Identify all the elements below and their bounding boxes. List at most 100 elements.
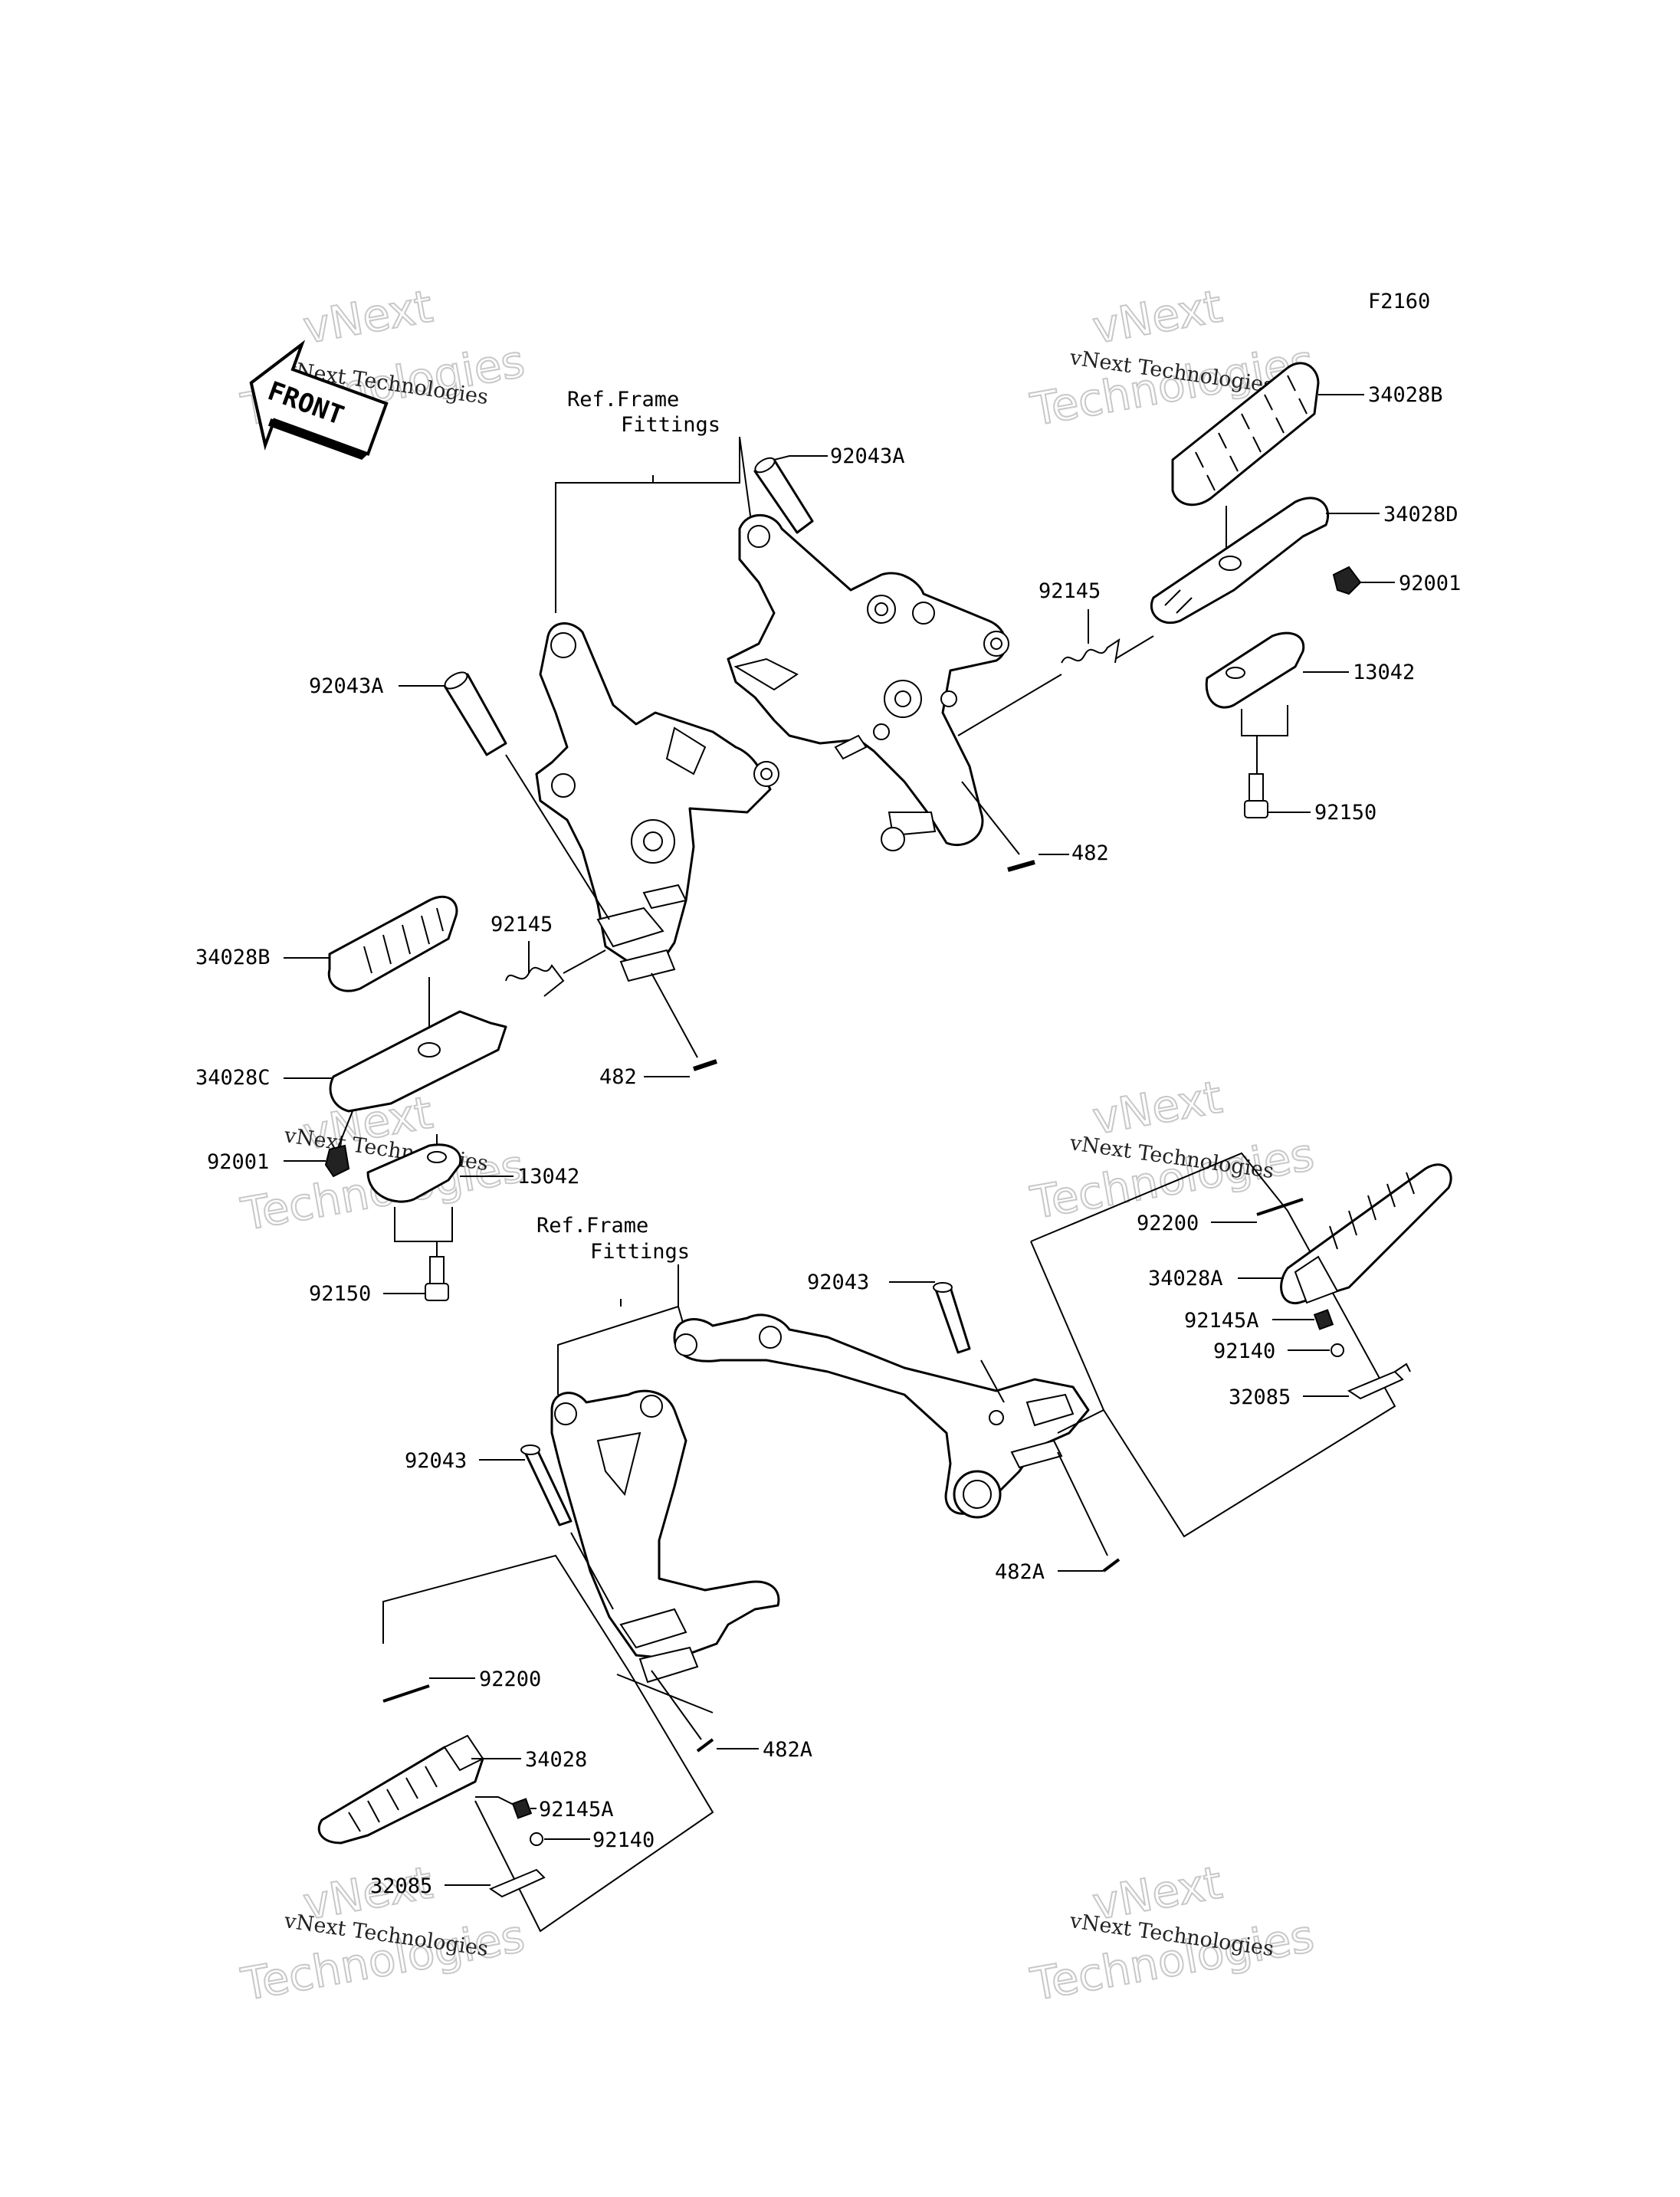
label-34028-left: 34028 <box>525 1748 587 1772</box>
footpeg-34028-left <box>317 1734 484 1844</box>
pin-92043-left <box>520 1444 573 1526</box>
watermark-large-1: vNext <box>300 280 437 353</box>
pin-482-left <box>693 1059 717 1071</box>
label-92200-right: 92200 <box>1137 1212 1199 1235</box>
group-box-right-lower-left-edge <box>1030 1241 1104 1411</box>
pin-482A-left <box>696 1738 714 1753</box>
label-32085-right: 32085 <box>1229 1385 1291 1409</box>
label-32085-left: 32085 <box>370 1874 432 1898</box>
leader-pin-axis-left <box>505 754 610 920</box>
ball-92140-right <box>1331 1343 1344 1357</box>
leader-peg-to-bolt-left <box>336 1110 353 1150</box>
leader-pin-axis-right <box>980 1359 1005 1403</box>
label-92001-upper: 92001 <box>1399 572 1461 595</box>
ref-frame-label-lower-1: Ref.Frame <box>536 1214 648 1238</box>
ref-frame-label-upper-1: Ref.Frame <box>567 388 679 412</box>
spring-92145A-right <box>1313 1309 1334 1330</box>
ref-frame-label-upper-2: Fittings <box>621 413 720 437</box>
label-92043-right: 92043 <box>807 1271 869 1294</box>
plate-32085-right <box>1347 1362 1411 1400</box>
bolt-92001-left <box>324 1144 350 1178</box>
diagram-code: F2160 <box>1368 290 1430 313</box>
leader-pin-482-left-axis <box>651 972 698 1058</box>
pivot-line-upper-right <box>957 674 1062 736</box>
label-92145-left: 92145 <box>491 913 553 936</box>
pin-482-upper <box>1007 860 1035 872</box>
label-34028D-upper: 34028D <box>1383 503 1459 526</box>
label-92043A-upper: 92043A <box>830 444 905 468</box>
pivot-line-left-lower <box>616 1674 714 1713</box>
washer-92200-left <box>382 1684 430 1703</box>
label-92001-left: 92001 <box>207 1150 269 1174</box>
leader-92043A-upper <box>773 455 828 461</box>
group-box-left-lower <box>382 1554 714 1933</box>
label-482-left: 482 <box>599 1065 637 1089</box>
label-13042-upper: 13042 <box>1353 661 1415 684</box>
pivot-line-left <box>563 949 606 974</box>
pivot-line-upper-right-2 <box>1114 635 1154 660</box>
label-92150-upper: 92150 <box>1314 801 1376 825</box>
leader-pin-482A-right-axis <box>1057 1451 1108 1556</box>
spring-92145-left <box>505 964 565 997</box>
leader-pin-axis-left-lower <box>570 1532 614 1610</box>
pin-92043A-left <box>443 671 507 756</box>
plate-32085-left <box>488 1868 546 1898</box>
watermark-large-1: vNext <box>1089 1071 1226 1144</box>
footpeg-34028D-upper <box>1150 497 1330 625</box>
label-34028B-upper: 34028B <box>1368 383 1443 407</box>
watermark-mid-left: vNext Technologies vNext Technologies <box>237 1085 530 1241</box>
label-92043A-left: 92043A <box>309 674 384 698</box>
front-arrow-icon: FRONT <box>249 339 389 461</box>
pin-482A-right <box>1102 1558 1121 1572</box>
leader-92145A-left-box <box>475 1796 514 1805</box>
watermark-mid-right: vNext Technologies vNext Technologies <box>1026 1070 1319 1230</box>
pin-92043-right <box>933 1282 971 1354</box>
pin-92043A-upper <box>753 457 814 534</box>
leader-plate-box-left <box>394 1207 453 1242</box>
washer-92200-right <box>1256 1198 1304 1216</box>
label-482-upper: 482 <box>1071 841 1109 865</box>
plate-13042-upper <box>1205 631 1305 709</box>
label-92043-left: 92043 <box>405 1449 467 1473</box>
screw-92150-upper <box>1244 773 1268 818</box>
label-92140-left: 92140 <box>592 1828 655 1852</box>
label-92145-upper: 92145 <box>1039 579 1101 603</box>
leader-ref-frame-upper-right <box>739 436 752 522</box>
leader-pin-482A-left-axis <box>651 1670 702 1740</box>
footpeg-34028C-left <box>329 1010 507 1113</box>
watermark-bottom-right: vNext Technologies vNext Technologies <box>1026 1855 1319 2012</box>
upper-left-bracket <box>535 622 779 982</box>
label-92150-left: 92150 <box>309 1282 371 1306</box>
ref-frame-label-lower-2: Fittings <box>590 1240 690 1264</box>
label-34028B-left: 34028B <box>195 946 271 969</box>
group-box-right-lower <box>1030 1152 1396 1538</box>
label-92140-right: 92140 <box>1213 1340 1275 1363</box>
bolt-92001-upper <box>1332 566 1362 595</box>
footpeg-34028A-right <box>1280 1163 1452 1304</box>
upper-right-bracket <box>727 513 1009 851</box>
ball-92140-left <box>530 1832 543 1846</box>
screw-92150-left <box>425 1256 449 1301</box>
label-34028C-left: 34028C <box>195 1066 271 1090</box>
leader-pin-482-upper-axis <box>961 781 1020 855</box>
leader-ref-frame-lower <box>557 1264 679 1395</box>
leader-ref-frame-upper <box>555 437 740 546</box>
rubber-34028B-upper <box>1171 362 1320 507</box>
pivot-line-right-lower <box>1057 1409 1104 1434</box>
lower-right-bracket <box>673 1313 1090 1519</box>
lower-left-bracket <box>550 1389 780 1684</box>
rubber-34028B-left <box>327 895 458 992</box>
label-34028A-right: 34028A <box>1148 1267 1223 1290</box>
label-92200-left: 92200 <box>479 1667 541 1691</box>
label-92145A-left: 92145A <box>539 1798 614 1822</box>
spring-92145-upper <box>1061 638 1121 664</box>
watermark-large-1: vNext <box>1089 280 1226 353</box>
label-482A-left: 482A <box>763 1738 812 1762</box>
spring-92145A-left <box>511 1798 533 1819</box>
plate-13042-left <box>366 1143 462 1203</box>
label-482A-right: 482A <box>995 1560 1045 1584</box>
leader-plate-box-upper <box>1241 705 1288 736</box>
label-92145A-right: 92145A <box>1184 1309 1259 1333</box>
label-13042-left: 13042 <box>517 1165 579 1189</box>
